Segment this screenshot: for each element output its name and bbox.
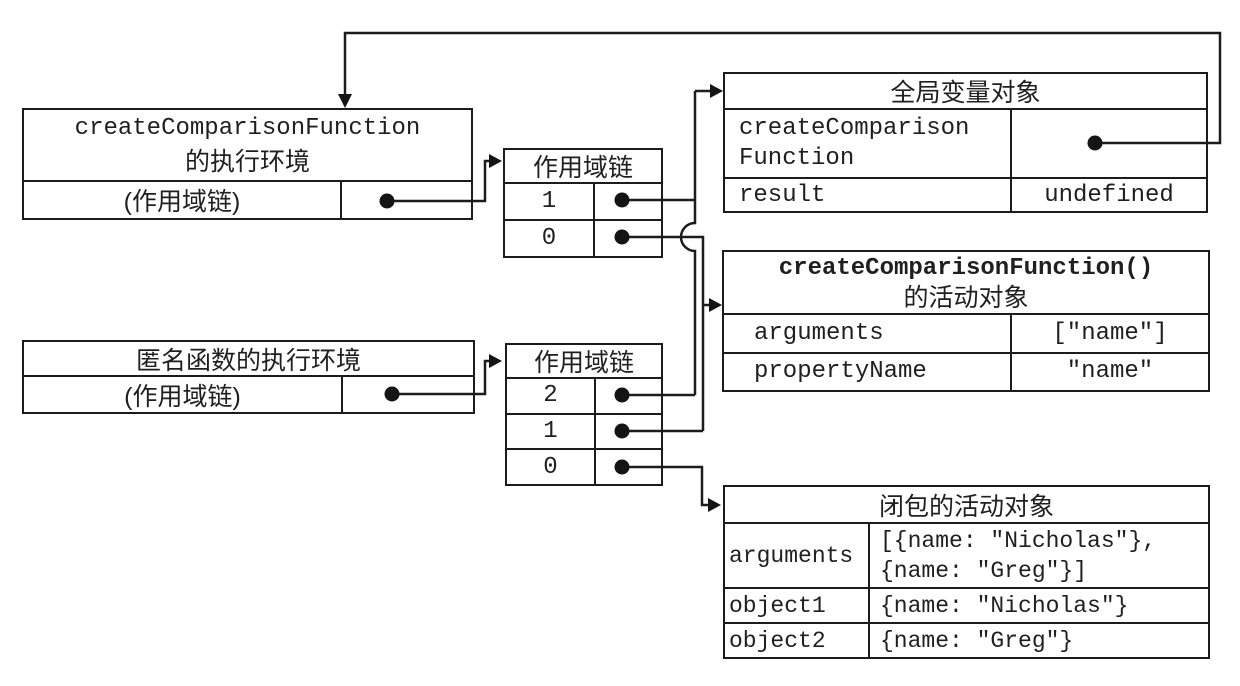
scope-chain-top-slot-0: 0 [505,221,595,256]
closure-row-value: [{name: "Nicholas"}, {name: "Greg"}] [880,527,1157,584]
activation-object-ccf-box: createComparisonFunction() 的活动对象 argumen… [722,250,1210,392]
activation-object-closure-box: 闭包的活动对象 arguments [{name: "Nicholas"}, {… [723,485,1210,659]
scope-chain-bottom-title: 作用域链 [507,345,661,379]
scope-chain-bottom-slot-1: 1 [507,414,596,449]
activation-object-ccf-row-value: ["name"] [1052,319,1168,347]
arrowhead-closure-object [708,498,721,512]
activation-object-ccf-row-value: "name" [1066,358,1154,386]
exec-context-anon-box: 匿名函数的执行环境 (作用域链) [22,340,475,414]
scope-chain-top-slot-0-pointer [595,221,661,256]
arrowhead-activation-object [709,298,722,312]
scope-chain-bottom-slot-2-pointer [596,379,661,413]
global-object-box: 全局变量对象 createComparison Function result … [723,72,1208,213]
exec-context-ccf-box: createComparisonFunction 的执行环境 (作用域链) [22,108,473,220]
closure-row-key: object1 [725,589,870,622]
exec-context-ccf-title: createComparisonFunction 的执行环境 [24,110,471,182]
scope-chain-bottom-slot-2: 2 [507,379,596,413]
scope-chain-top-box: 作用域链 1 0 [503,148,663,258]
global-object-row-key: createComparison Function [725,110,1012,177]
exec-context-anon-scope-label: (作用域链) [24,377,343,413]
arrowhead-scope-chain-top [489,154,502,168]
arrowhead-scope-chain-bottom [489,354,502,368]
scope-chain-bottom-slot-0-pointer [596,450,661,484]
exec-context-anon-title: 匿名函数的执行环境 [24,342,473,377]
scope-chain-bottom-slot-0: 0 [507,450,596,485]
activation-object-ccf-title: createComparisonFunction() 的活动对象 [724,252,1208,315]
global-object-pointer-cell [1012,110,1206,177]
exec-context-ccf-scope-label: (作用域链) [24,182,342,218]
exec-context-anon-pointer-cell [343,377,473,413]
scope-chain-top-title: 作用域链 [505,150,661,184]
closure-row-value: {name: "Greg"} [880,627,1074,654]
scope-chain-top-slot-1: 1 [505,184,595,219]
global-object-title: 全局变量对象 [725,74,1206,110]
exec-context-ccf-pointer-cell [342,182,471,218]
arrowhead-down-exec-context [338,94,352,108]
exec-context-ccf-title-code: createComparisonFunction [74,115,421,142]
scope-chain-bottom-box: 作用域链 2 1 0 [505,343,663,486]
connector-vertical-to-global [679,91,697,395]
activation-object-closure-title: 闭包的活动对象 [725,487,1208,524]
global-object-row-key: result [725,179,1012,211]
activation-object-ccf-row-key: arguments [724,315,1012,352]
activation-object-ccf-title-code: createComparisonFunction() [778,254,1154,282]
activation-object-ccf-title-cjk: 的活动对象 [903,283,1029,312]
arrowhead-global-object [710,84,723,98]
closure-row-value: {name: "Nicholas"} [880,592,1129,619]
closure-row-key: arguments [725,524,870,587]
closure-row-key: object2 [725,624,870,657]
global-object-row-value: undefined [1044,181,1174,209]
scope-chain-bottom-slot-1-pointer [596,415,661,449]
activation-object-ccf-row-key: propertyName [724,353,1012,390]
exec-context-ccf-title-cjk: 的执行环境 [184,148,310,176]
scope-chain-top-slot-1-pointer [595,184,661,219]
